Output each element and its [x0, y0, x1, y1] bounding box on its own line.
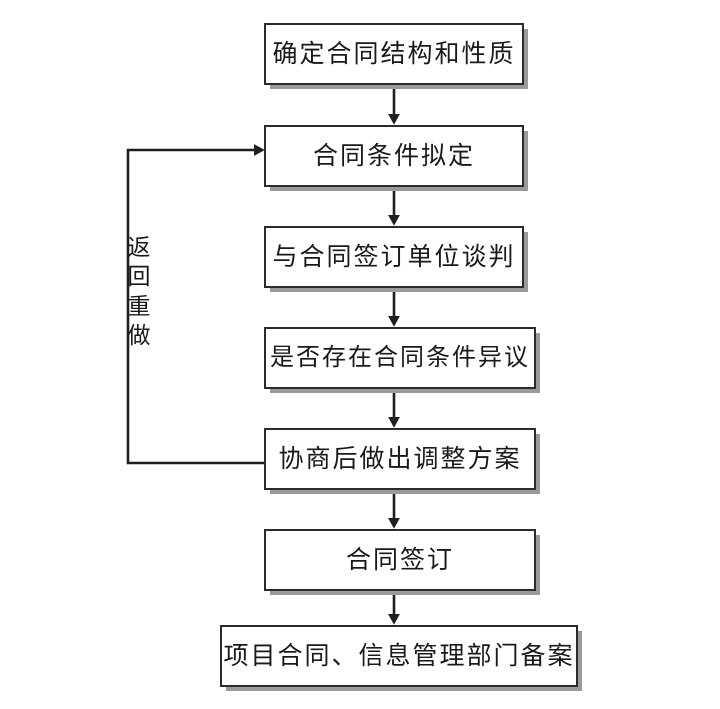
- node-label: 与合同签订单位谈判: [272, 243, 516, 271]
- node-determine-contract-structure[interactable]: 确定合同结构和性质: [264, 23, 524, 85]
- node-check-terms-objection[interactable]: 是否存在合同条件异议: [264, 327, 536, 389]
- node-file-with-management-department[interactable]: 项目合同、信息管理部门备案: [220, 625, 578, 687]
- node-label: 合同签订: [345, 546, 454, 574]
- node-label: 协商后做出调整方案: [278, 445, 522, 473]
- node-label: 项目合同、信息管理部门备案: [223, 642, 575, 670]
- node-adjustment-plan-after-negotiation[interactable]: 协商后做出调整方案: [264, 428, 536, 490]
- node-label: 合同条件拟定: [312, 142, 475, 170]
- node-draft-contract-terms[interactable]: 合同条件拟定: [264, 125, 524, 187]
- feedback-loop-label: 返 回 重 做: [127, 235, 151, 349]
- node-label: 确定合同结构和性质: [272, 40, 516, 68]
- node-negotiate-with-counterparty[interactable]: 与合同签订单位谈判: [264, 226, 524, 288]
- node-label: 是否存在合同条件异议: [270, 345, 530, 371]
- node-sign-contract[interactable]: 合同签订: [264, 529, 536, 591]
